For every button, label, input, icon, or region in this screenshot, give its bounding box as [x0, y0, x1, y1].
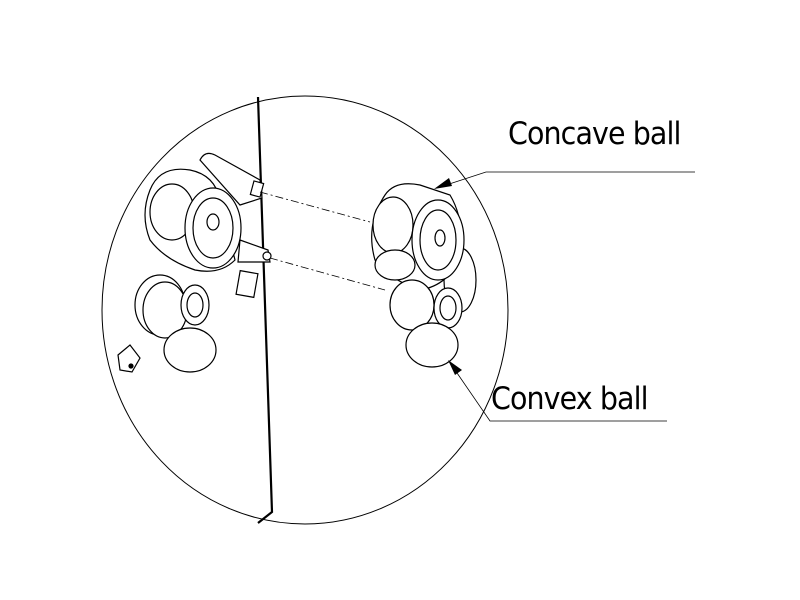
concave-leader-line [439, 171, 695, 188]
exploded-roller [371, 183, 477, 368]
convex-ball-label: Convex ball [491, 381, 649, 417]
alignment-line-bottom [269, 257, 386, 291]
mounted-roller-assembly [117, 152, 272, 373]
glass-door-edge [256, 96, 274, 524]
concave-ball-label: Concave ball [508, 116, 681, 152]
convex-arrowhead [448, 360, 462, 375]
concave-arrowhead [434, 178, 452, 189]
detail-circle [101, 95, 509, 525]
convex-leader-line [454, 369, 667, 422]
alignment-line-top [259, 191, 371, 223]
